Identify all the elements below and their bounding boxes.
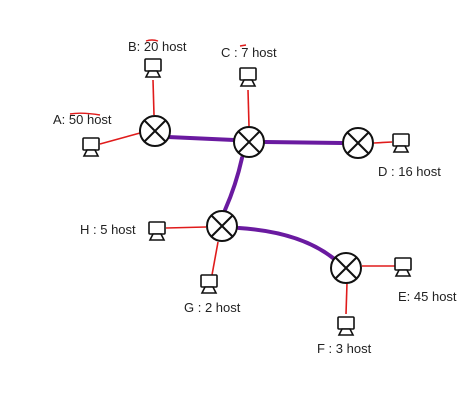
router-2 xyxy=(233,126,265,158)
annotation-mark-a xyxy=(69,112,101,116)
annotation-mark-c xyxy=(239,44,247,47)
host-f-icon xyxy=(337,316,355,336)
link-r2-r3 xyxy=(263,140,344,145)
router-4 xyxy=(206,210,238,242)
host-c-icon xyxy=(239,67,257,87)
router-links xyxy=(166,135,344,260)
host-labels: A: 50 host B: 20 host C : 7 host D : 16 … xyxy=(53,39,457,356)
host-label-e: E: 45 host xyxy=(398,289,457,304)
link-host-g xyxy=(211,241,219,276)
link-host-c xyxy=(247,89,250,127)
host-label-b: B: 20 host xyxy=(128,39,187,54)
host-label-f: F : 3 host xyxy=(317,341,372,356)
link-r1-r2 xyxy=(166,135,236,142)
link-r2-r4 xyxy=(223,156,244,212)
annotation-marks xyxy=(69,39,247,116)
host-label-h: H : 5 host xyxy=(80,222,136,237)
host-a-icon xyxy=(82,137,100,157)
host-b-icon xyxy=(144,58,162,78)
host-e-icon xyxy=(394,257,412,277)
router-1 xyxy=(139,115,171,147)
link-host-h xyxy=(165,226,207,229)
host-label-a: A: 50 host xyxy=(53,112,112,127)
host-d-icon xyxy=(392,133,410,153)
host-links xyxy=(99,79,397,315)
link-host-a xyxy=(99,132,141,145)
link-host-b xyxy=(152,79,155,116)
host-label-c: C : 7 host xyxy=(221,45,277,60)
router-3 xyxy=(342,127,374,159)
link-host-f xyxy=(345,282,348,315)
link-r4-r5 xyxy=(237,226,335,260)
host-h-icon xyxy=(148,221,166,241)
host-g-icon xyxy=(200,274,218,294)
host-label-d: D : 16 host xyxy=(378,164,441,179)
host-label-g: G : 2 host xyxy=(184,300,241,315)
link-host-d xyxy=(373,141,393,144)
router-5 xyxy=(330,252,362,284)
annotation-mark-b xyxy=(145,39,159,42)
